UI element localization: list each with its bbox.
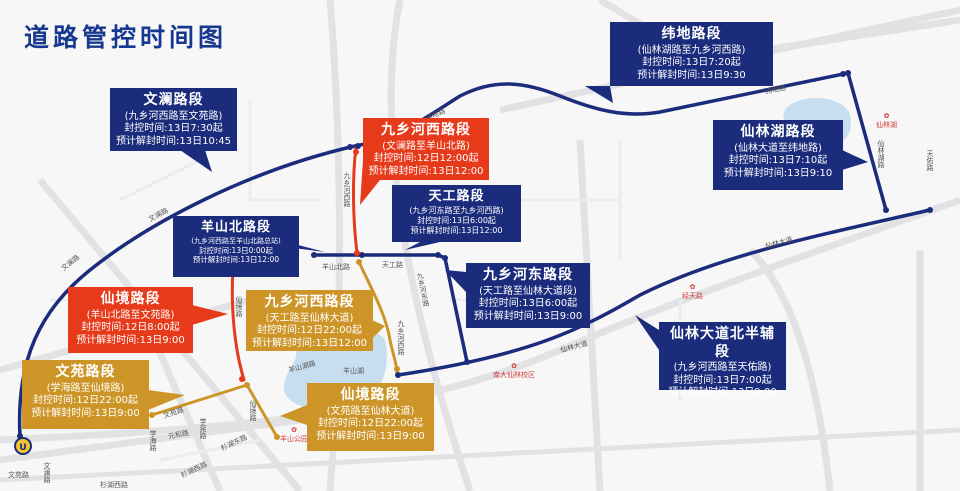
- segment-range: (文苑路至仙林大道): [326, 405, 415, 417]
- segment-start: 封控时间:13日7:10起: [728, 155, 828, 166]
- segment-range: (九乡河东路至九乡河西路): [409, 206, 504, 216]
- landmark-yangshan-park: ✿羊山公园: [280, 426, 308, 444]
- road-label: 仙境路: [249, 400, 257, 421]
- segment-end: 预计解封时间:13日12:00: [252, 337, 367, 349]
- segment-end: 预计解封时间:13日9:00: [316, 430, 425, 442]
- segment-name: 仙林湖路段: [740, 124, 816, 140]
- landmark-icon: ✿: [883, 112, 890, 120]
- road-label: 学海路: [149, 430, 157, 451]
- segment-end: 预计解封时间:13日9:30: [637, 69, 746, 81]
- segment-name: 羊山北路段: [200, 220, 271, 235]
- segment-range: (文澜路至羊山北路): [382, 140, 470, 152]
- road-label: 羊山北路: [322, 263, 350, 271]
- segment-end: 预计解封时间:13日9:00: [668, 387, 777, 398]
- segment-callout-jiuxiang-west-south: 九乡河西路段 (天工路至仙林大道) 封控时间:12日22:00起 预计解封时间:…: [246, 290, 373, 351]
- road-label: 文苑路: [8, 471, 29, 479]
- landmark-icon: ✿: [689, 283, 696, 291]
- landmark-nju-xianlin: ✿南大仙林校区: [493, 362, 535, 380]
- segment-callout-xianlinhu: 仙林湖路段 (仙林大道至纬地路) 封控时间:13日7:10起 预计解封时间:13…: [713, 120, 843, 190]
- road-label: 九乡河西路: [397, 320, 405, 355]
- segment-start: 封控时间:12日22:00起: [33, 395, 138, 406]
- segment-start: 封控时间:12日12:00起: [373, 153, 479, 164]
- landmark-label: 经天路: [682, 292, 703, 300]
- segment-range: (仙林湖路至九乡河西路): [637, 44, 746, 56]
- segment-callout-xianlin-avenue: 仙林大道北半辅段 (九乡河西路至天佑路) 封控时间:13日7:00起 预计解封时…: [659, 322, 786, 398]
- segment-name: 仙林大道北半辅段: [670, 326, 775, 360]
- route-jiuxiang-west-gold: [357, 260, 399, 374]
- segment-callout-wenlan: 文澜路段 (九乡河西路至文苑路) 封控时间:13日7:30起 预计解封时间:13…: [110, 88, 237, 151]
- segment-callout-wenyuan: 文苑路段 (学海路至仙境路) 封控时间:12日22:00起 预计解封时间:13日…: [22, 360, 149, 429]
- road-label: 杉湖西路: [100, 481, 128, 489]
- segment-end: 预计解封时间:13日9:00: [31, 407, 140, 419]
- segment-start: 封控时间:13日7:20起: [642, 57, 741, 68]
- segment-name: 文苑路段: [55, 364, 116, 380]
- landmark-jingtianlu: ✿经天路: [682, 283, 703, 301]
- segment-start: 封控时间:12日22:00起: [318, 418, 423, 429]
- svg-text:U: U: [19, 443, 26, 453]
- segment-range: (天工路至仙林大道): [265, 312, 354, 324]
- segment-end: 预计解封时间:13日10:45: [116, 135, 231, 147]
- segment-callout-yangshanbei: 羊山北路段 (九乡河西路至羊山北路总站) 封控时间:13日0:00起 预计解封时…: [173, 216, 299, 277]
- segment-callout-weidi: 纬地路段 (仙林湖路至九乡河西路) 封控时间:13日7:20起 预计解封时间:1…: [610, 22, 773, 86]
- road-label: 九乡河西路: [343, 172, 351, 207]
- route-jiuxiang-west-red: [351, 145, 359, 255]
- segment-start: 封控时间:13日0:00起: [199, 246, 273, 255]
- road-label: 天工路: [382, 261, 403, 269]
- road-label: 学莞路: [199, 418, 207, 439]
- road-label: 天佑路: [926, 150, 934, 171]
- segment-name: 九乡河西路段: [264, 294, 355, 310]
- route-yangshanbei-tiangong-jiuxiang-east: [312, 253, 469, 364]
- segment-name: 九乡河西路段: [381, 122, 471, 138]
- road-label: 仙境路: [235, 296, 243, 317]
- callout-pointers: [180, 86, 868, 350]
- segment-start: 封控时间:13日7:30起: [124, 123, 223, 134]
- segment-range: (九乡河西路至羊山北路总站): [191, 237, 281, 246]
- metro-station-icon: U: [14, 437, 32, 455]
- landmark-label: 仙林湖: [876, 121, 897, 129]
- landmark-label: 南大仙林校区: [493, 371, 535, 379]
- segment-range: (九乡河西路至天佑路): [673, 362, 772, 373]
- landmark-icon: ✿: [511, 362, 517, 370]
- route-xianlin-avenue: [396, 208, 932, 377]
- segment-end: 预计解封时间:13日12:00: [368, 165, 484, 177]
- segment-range: (九乡河西路至文苑路): [124, 110, 223, 122]
- road-label: 文澜路: [43, 462, 51, 483]
- segment-end: 预计解封时间:13日12:00: [410, 226, 503, 236]
- segment-name: 九乡河东路段: [483, 267, 573, 283]
- segment-callout-tiangong: 天工路段 (九乡河东路至九乡河西路) 封控时间:13日6:00起 预计解封时间:…: [392, 185, 521, 242]
- segment-callout-xianjing-north: 仙境路段 (羊山北路至文苑路) 封控时间:12日8:00起 预计解封时间:13日…: [68, 287, 193, 353]
- landmark-label: 羊山公园: [280, 435, 308, 443]
- segment-name: 纬地路段: [661, 26, 722, 42]
- segment-name: 仙境路段: [340, 387, 401, 403]
- road-label: 羊山湖: [343, 367, 364, 375]
- landmark-xianlinhu: ✿仙林湖: [876, 112, 897, 130]
- segment-end: 预计解封时间:13日12:00: [192, 255, 280, 265]
- segment-end: 预计解封时间:13日9:10: [723, 167, 833, 179]
- segment-range: (羊山北路至文苑路): [86, 309, 175, 321]
- segment-end: 预计解封时间:13日9:00: [473, 310, 583, 322]
- segment-callout-jiuxiang-west-north: 九乡河西路段 (文澜路至羊山北路) 封控时间:12日12:00起 预计解封时间:…: [363, 118, 489, 180]
- landmark-icon: ✿: [291, 426, 297, 434]
- segment-name: 文澜路段: [143, 92, 204, 108]
- segment-name: 天工路段: [428, 189, 485, 204]
- segment-end: 预计解封时间:13日9:00: [76, 334, 185, 346]
- segment-start: 封控时间:13日6:00起: [417, 216, 496, 226]
- segment-range: (仙林大道至纬地路): [734, 142, 822, 154]
- segment-callout-xianjing-south: 仙境路段 (文苑路至仙林大道) 封控时间:12日22:00起 预计解封时间:13…: [307, 383, 434, 451]
- segment-start: 封控时间:12日8:00起: [81, 322, 180, 333]
- page-title: 道路管控时间图: [24, 23, 228, 52]
- road-label: 仙林湖路: [877, 140, 885, 168]
- segment-range: (天工路至仙林大道段): [479, 285, 577, 297]
- segment-start: 封控时间:13日6:00起: [478, 298, 578, 309]
- segment-start: 封控时间:12日22:00起: [257, 325, 362, 336]
- route-nodes: [17, 70, 933, 439]
- segment-callout-jiuxiang-east: 九乡河东路段 (天工路至仙林大道段) 封控时间:13日6:00起 预计解封时间:…: [466, 263, 590, 328]
- segment-start: 封控时间:13日7:00起: [673, 374, 772, 386]
- segment-name: 仙境路段: [100, 291, 161, 307]
- segment-range: (学海路至仙境路): [46, 382, 125, 394]
